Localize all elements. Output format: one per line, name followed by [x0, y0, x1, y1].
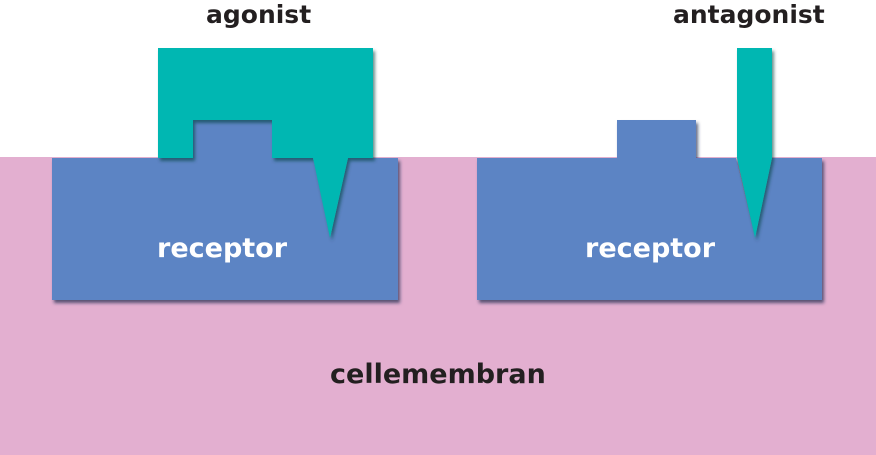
antagonist-molecule — [737, 48, 772, 238]
receptor-left-shape — [52, 120, 398, 300]
receptor-right-label: receptor — [585, 233, 716, 264]
receptor-right-shape — [477, 120, 822, 300]
receptor-left-label: receptor — [157, 233, 288, 264]
cell-membrane-label: cellemembran — [330, 359, 546, 390]
antagonist-label: antagonist — [673, 0, 825, 29]
agonist-label: agonist — [206, 0, 312, 29]
agonist-molecule — [158, 48, 373, 238]
